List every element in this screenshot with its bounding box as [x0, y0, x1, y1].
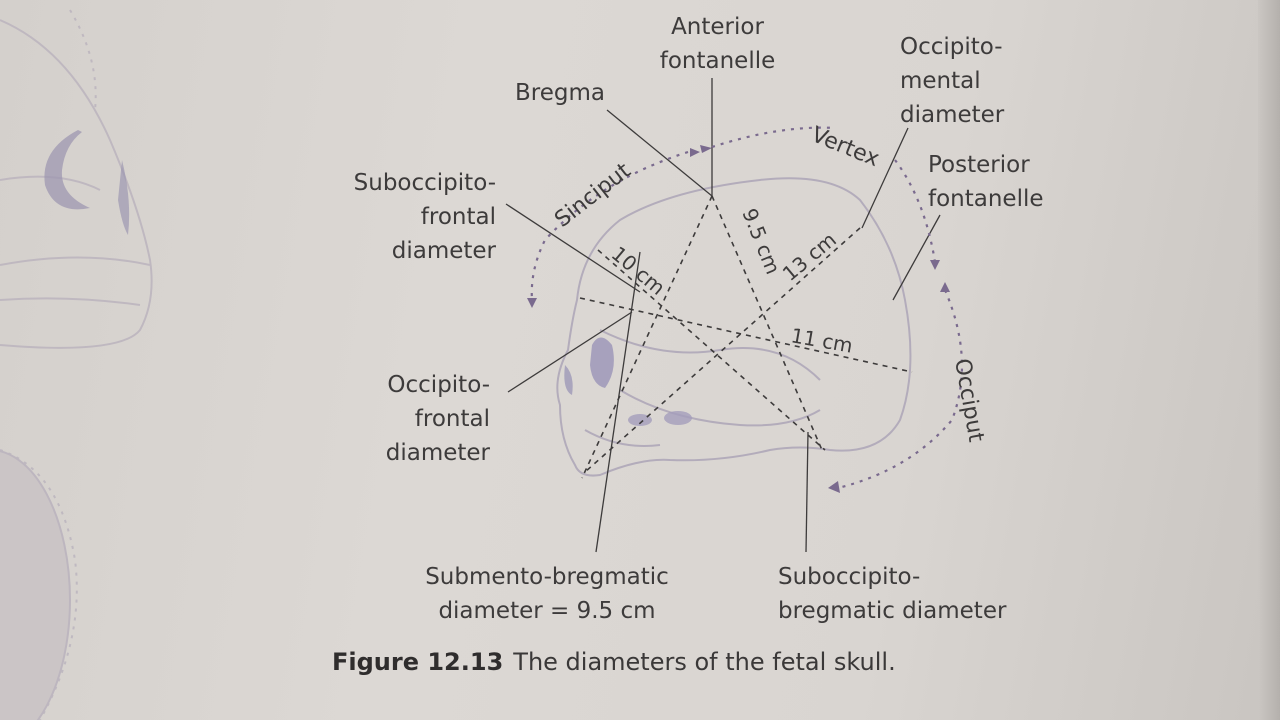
occipito-mental-dashed — [584, 227, 861, 473]
label-line: fontanelle — [928, 186, 1044, 212]
label-line: frontal — [414, 406, 490, 432]
skull-outline — [556, 177, 912, 477]
label-bregma: Bregma — [515, 76, 605, 110]
region-vertex: Vertex — [808, 122, 883, 172]
page-edge — [1258, 0, 1280, 720]
figure-number: Figure 12.13 — [332, 648, 504, 676]
measurement-13cm: 13 cm — [778, 227, 841, 285]
label-occipito-frontal: Occipito-frontal diameter — [340, 368, 490, 470]
label-line: diameter — [391, 238, 496, 264]
skull-jaw-spot-2 — [664, 411, 692, 425]
skull-nasal-shape — [564, 365, 573, 395]
label-anterior-fontanelle-text: Anterior fontanelle — [655, 10, 780, 78]
label-posterior-fontanelle: Posterior fontanelle — [928, 148, 1044, 216]
label-posterior-fontanelle-text: Posterior fontanelle — [928, 148, 1044, 216]
occipito-frontal-dashed — [579, 297, 913, 373]
region-arrowheads — [527, 145, 950, 493]
label-line: bregmatic diameter — [778, 598, 1007, 624]
label-line: Suboccipito- — [778, 564, 921, 590]
region-sinciput: Sinciput — [550, 158, 636, 233]
label-line: Submento-bregmatic — [425, 564, 669, 590]
region-occiput: Occiput — [949, 357, 988, 445]
submento-bregmatic-dashed — [581, 195, 713, 479]
background-circle — [0, 450, 71, 720]
figure-caption-text: The diameters of the fetal skull. — [513, 648, 896, 676]
label-occipito-frontal-text: Occipito-frontal diameter — [340, 368, 490, 470]
background-eye-shape — [44, 130, 90, 210]
figure-caption: Figure 12.13 The diameters of the fetal s… — [332, 648, 896, 676]
background-skull-illustration — [0, 9, 153, 720]
label-bregma-text: Bregma — [515, 80, 605, 106]
label-occipito-mental: Occipito-mental diameter — [900, 30, 1004, 132]
label-line: diameter — [900, 102, 1005, 128]
label-line: Posterior — [928, 152, 1030, 178]
label-line: Occipito- — [900, 34, 1003, 60]
skull-jaw-spot-1 — [628, 414, 652, 426]
suboccipito-bregmatic-dashed — [711, 195, 823, 451]
label-line: fontanelle — [659, 48, 776, 74]
measurement-11cm: 11 cm — [789, 323, 855, 357]
label-line: Suboccipito- — [353, 170, 496, 196]
label-suboccipito-frontal: Suboccipito-frontal diameter — [320, 166, 496, 268]
label-line: diameter = 9.5 cm — [438, 598, 656, 624]
label-suboccipito-bregmatic-text: Suboccipito-bregmatic diameter — [778, 560, 1006, 628]
label-submento-bregmatic: Submento-bregmatic diameter = 9.5 cm — [410, 560, 684, 628]
label-line: mental — [900, 68, 981, 94]
label-line: Anterior — [671, 14, 764, 40]
label-occipito-mental-text: Occipito-mental diameter — [900, 30, 1004, 132]
label-line: frontal — [420, 204, 496, 230]
label-anterior-fontanelle: Anterior fontanelle — [655, 10, 780, 78]
label-line: diameter — [385, 440, 490, 466]
label-suboccipito-frontal-text: Suboccipito-frontal diameter — [320, 166, 496, 268]
label-submento-bregmatic-text: Submento-bregmatic diameter = 9.5 cm — [410, 560, 684, 628]
leader-lines — [505, 78, 941, 553]
diameter-lines — [579, 195, 913, 479]
background-ear-shape — [118, 160, 130, 235]
skull-eye-socket — [590, 337, 614, 388]
label-line: Occipito- — [387, 372, 490, 398]
label-suboccipito-bregmatic: Suboccipito-bregmatic diameter — [778, 560, 1006, 628]
region-arcs — [530, 126, 964, 490]
